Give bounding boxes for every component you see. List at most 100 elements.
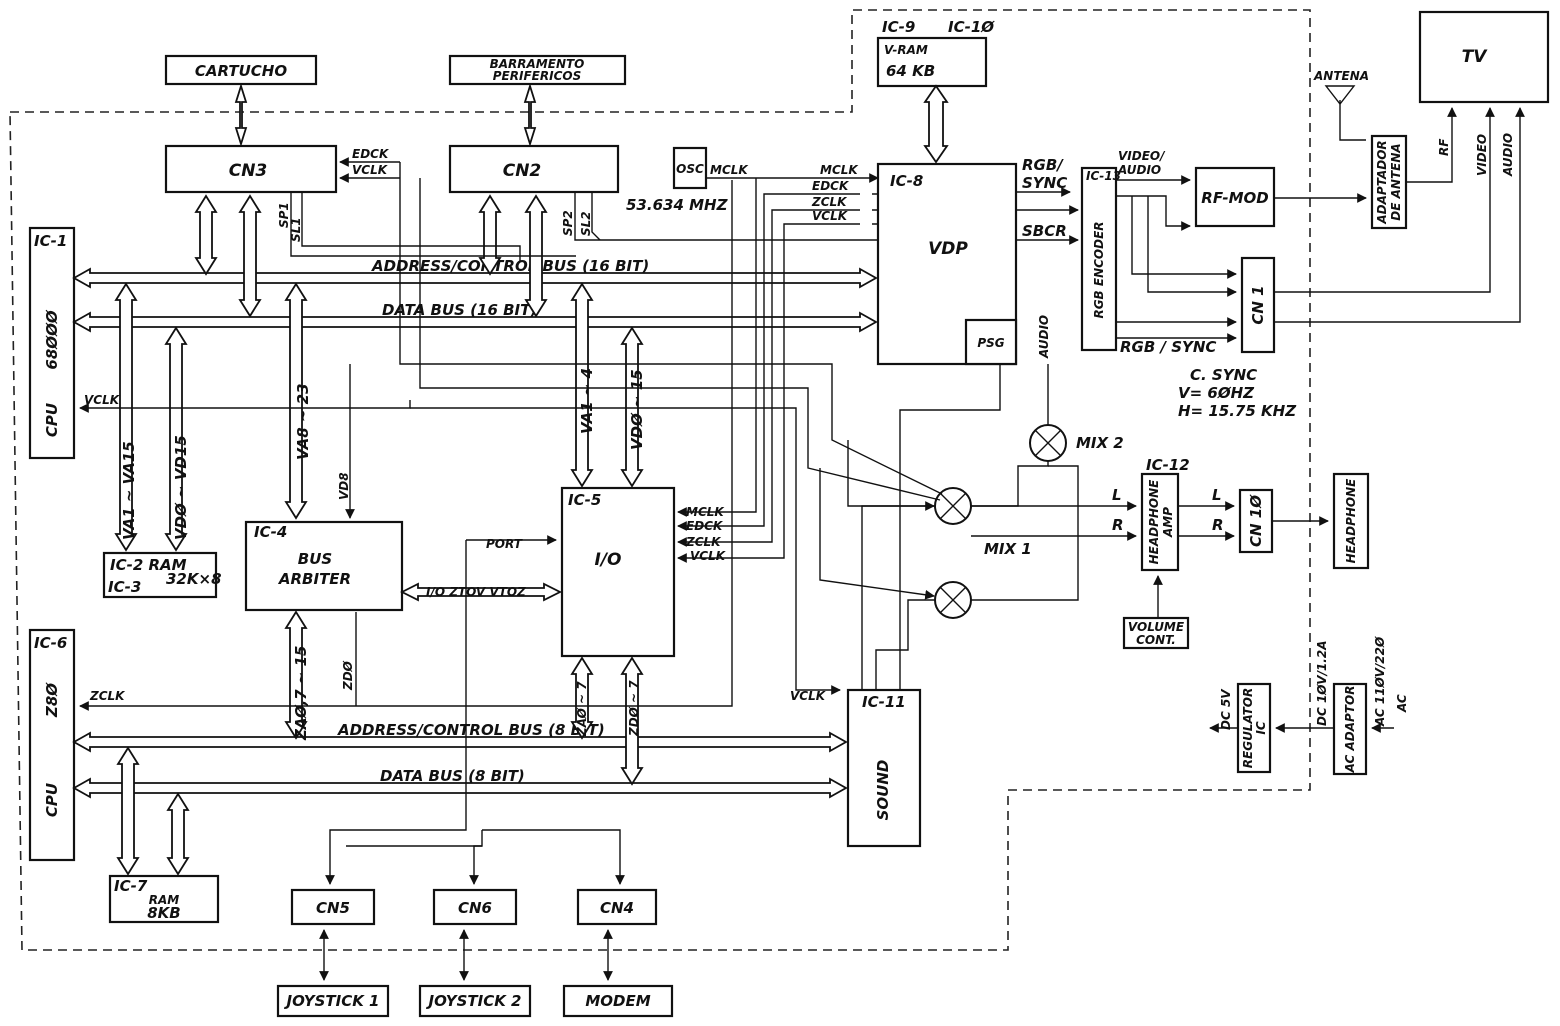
svg-text:VD8: VD8 — [337, 472, 351, 500]
ram16-vd-link — [164, 326, 188, 552]
vram-box: IC-9 IC-1Ø V-RAM 64 KB — [876, 18, 995, 88]
svg-text:SP2: SP2 — [561, 210, 575, 236]
osc-box: OSC — [672, 146, 708, 190]
svg-text:RAM: RAM — [149, 893, 180, 907]
svg-text:C. SYNC: C. SYNC — [1190, 366, 1257, 384]
data-bus-8bit-label: DATA BUS (8 BIT) — [380, 767, 525, 785]
console-outline — [9, 9, 1311, 951]
svg-text:8KB: 8KB — [147, 904, 181, 922]
svg-text:SL2: SL2 — [579, 211, 593, 236]
svg-text:MCLK: MCLK — [710, 163, 749, 177]
svg-text:ZCLK: ZCLK — [685, 535, 722, 549]
svg-text:ZAØ ~ 7: ZAØ ~ 7 — [575, 681, 589, 737]
svg-text:32K×8: 32K×8 — [166, 570, 222, 588]
joystick1-box: JOYSTICK 1 — [276, 984, 390, 1018]
svg-text:IC-8: IC-8 — [890, 172, 923, 190]
svg-text:RGB/: RGB/ — [1022, 156, 1064, 174]
svg-text:HEADPHONE: HEADPHONE — [1344, 478, 1358, 564]
svg-text:IC-4: IC-4 — [254, 523, 287, 541]
svg-text:VDP: VDP — [928, 239, 968, 259]
data-bus-16bit-label: DATA BUS (16 BIT) — [382, 301, 537, 319]
ic6-z80-box: IC-6 Z8Ø CPU — [28, 628, 76, 862]
svg-text:AMP: AMP — [1161, 507, 1175, 538]
ac-adaptor-box: AC ADAPTOR — [1332, 682, 1368, 776]
svg-text:EDCK: EDCK — [352, 147, 390, 161]
svg-text:ZCLK: ZCLK — [811, 195, 848, 209]
svg-text:IC-6: IC-6 — [34, 634, 67, 652]
svg-text:VA1 ~ 4: VA1 ~ 4 — [578, 368, 596, 434]
svg-text:H= 15.75 KHZ: H= 15.75 KHZ — [1178, 402, 1297, 420]
io-zd-link — [620, 656, 644, 786]
tv-box: TV — [1418, 10, 1550, 104]
regulator-box: REGULATOR IC — [1236, 682, 1272, 774]
svg-text:AUDIO: AUDIO — [1037, 315, 1051, 359]
svg-text:CARTUCHO: CARTUCHO — [195, 62, 287, 80]
cn4-box: CN4 — [576, 888, 658, 926]
svg-text:IC-2 RAM: IC-2 RAM — [110, 556, 187, 574]
address-control-bus-8bit-label: ADDRESS/CONTROL BUS (8 BIT) — [337, 721, 605, 739]
ic1-cpu68k-box: IC-1 68ØØØ CPU — [28, 226, 76, 460]
ic4-bus-arbiter-box: IC-4 BUS ARBITER — [244, 520, 404, 612]
ram16-va-link — [114, 282, 138, 552]
svg-text:RGB ENCODER: RGB ENCODER — [1092, 221, 1106, 318]
svg-text:VCLK: VCLK — [352, 163, 389, 177]
signal-wiring — [79, 85, 1525, 981]
svg-text:CPU: CPU — [43, 403, 61, 437]
svg-text:MCLK: MCLK — [686, 505, 725, 519]
svg-text:ADAPTADOR: ADAPTADOR — [1375, 140, 1389, 224]
svg-text:CN3: CN3 — [229, 161, 268, 181]
svg-text:EDCK: EDCK — [812, 179, 850, 193]
svg-text:VDØ ~ 15: VDØ ~ 15 — [628, 369, 646, 450]
svg-text:JOYSTICK 2: JOYSTICK 2 — [425, 992, 521, 1010]
cn5-box: CN5 — [290, 888, 376, 926]
io-za-link — [570, 656, 594, 740]
svg-text:SYNC: SYNC — [1022, 174, 1067, 192]
svg-text:AUDIO: AUDIO — [1501, 133, 1515, 177]
svg-text:TV: TV — [1462, 47, 1489, 67]
data-bus-16bit — [72, 311, 878, 333]
svg-text:DC 1ØV/1.2A: DC 1ØV/1.2A — [1315, 641, 1329, 727]
joystick2-box: JOYSTICK 2 — [418, 984, 532, 1018]
svg-text:V-RAM: V-RAM — [884, 43, 928, 57]
svg-text:PERIFERICOS: PERIFERICOS — [493, 69, 581, 83]
svg-text:VDØ ~ VD15: VDØ ~ VD15 — [172, 435, 190, 540]
svg-text:Z8Ø: Z8Ø — [43, 682, 61, 718]
svg-text:ZCLK: ZCLK — [89, 689, 126, 703]
svg-text:HEADPHONE: HEADPHONE — [1147, 479, 1161, 565]
svg-text:VOLUME: VOLUME — [1128, 620, 1185, 634]
svg-text:MODEM: MODEM — [585, 992, 650, 1010]
va8-23-link — [284, 282, 308, 520]
svg-text:R: R — [1112, 516, 1124, 534]
svg-text:L: L — [1212, 486, 1222, 504]
mix1-lower-circle — [934, 581, 972, 619]
svg-text:ZDØ: ZDØ — [341, 660, 355, 691]
svg-text:CN4: CN4 — [600, 899, 634, 917]
svg-text:VCLK: VCLK — [690, 549, 727, 563]
ic12-headphone-amp-box: IC-12 HEADPHONE AMP — [1140, 456, 1190, 572]
svg-text:AC: AC — [1395, 694, 1409, 713]
svg-text:ARBITER: ARBITER — [278, 570, 351, 588]
svg-text:VCLK: VCLK — [84, 393, 121, 407]
svg-text:EDCK: EDCK — [686, 519, 724, 533]
svg-text:VIDEO/: VIDEO/ — [1118, 149, 1166, 163]
svg-text:PSG: PSG — [977, 336, 1004, 350]
svg-text:VA8 ~ 23: VA8 ~ 23 — [294, 383, 312, 460]
svg-text:IC-7: IC-7 — [114, 877, 148, 895]
volume-control-box: VOLUME CONT. — [1122, 616, 1190, 650]
ic2-ram-box: IC-2 RAM IC-3 32K×8 — [102, 551, 222, 599]
svg-text:ZDØ ~ 7: ZDØ ~ 7 — [627, 680, 641, 737]
svg-text:CN5: CN5 — [316, 899, 350, 917]
svg-text:ZAØ,7 ~ 15: ZAØ,7 ~ 15 — [292, 646, 310, 741]
svg-text:RF-MOD: RF-MOD — [1201, 189, 1268, 207]
svg-text:SBCR: SBCR — [1022, 222, 1067, 240]
svg-text:PORT: PORT — [486, 537, 523, 551]
svg-text:RGB / SYNC: RGB / SYNC — [1120, 338, 1216, 356]
io-va-link — [570, 282, 594, 488]
cn2-address-bus-link — [478, 194, 502, 276]
svg-text:SP1: SP1 — [277, 202, 291, 228]
svg-text:VCLK: VCLK — [812, 209, 849, 223]
svg-text:VA1 ~ VA15: VA1 ~ VA15 — [120, 441, 138, 540]
svg-text:CN 1: CN 1 — [1249, 285, 1267, 324]
svg-text:IC: IC — [1254, 721, 1268, 734]
